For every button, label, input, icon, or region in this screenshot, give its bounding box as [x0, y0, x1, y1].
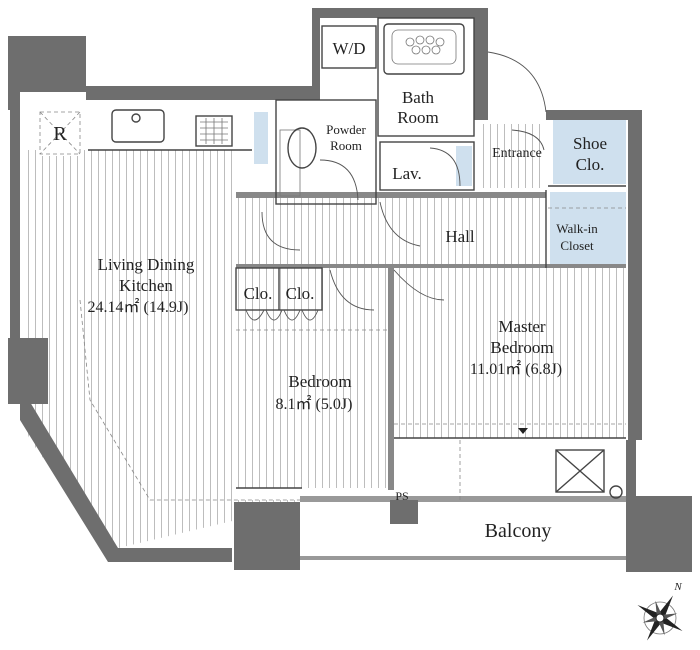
fixtures: [39, 17, 626, 501]
wall-southwest-diagonal: [20, 402, 232, 562]
wall-west-upper: [8, 36, 86, 110]
label-master-1: Master: [498, 317, 546, 336]
lav-frame: [379, 141, 475, 191]
wall-balcony-rail: [300, 556, 626, 560]
label-ldk-3: 24.14㎡ (14.9J): [88, 298, 189, 316]
label-bedroom-1: Bedroom: [288, 372, 351, 391]
wall-entrance-north: [546, 110, 642, 120]
bedroom-floor: [236, 268, 388, 488]
wall-west-thin: [10, 110, 20, 340]
compass-north-label: N: [673, 581, 682, 593]
powder-room-frame: [275, 99, 377, 205]
window-marker: [518, 428, 528, 434]
label-hall: Hall: [445, 227, 475, 246]
label-entrance: Entrance: [492, 146, 542, 161]
label-clo-a: Clo.: [244, 284, 273, 303]
wall-east: [628, 110, 642, 440]
doors: [245, 51, 547, 321]
lav-cabinet: [456, 146, 472, 186]
label-powder-2: Room: [330, 138, 362, 153]
label-bath-2: Room: [397, 108, 439, 127]
label-shoe-2: Clo.: [576, 155, 605, 174]
master-bedroom-floor: [394, 268, 626, 438]
label-master-2: Bedroom: [490, 338, 553, 357]
pillar-balcony-west: [234, 502, 300, 570]
label-ldk-1: Living Dining: [98, 255, 195, 274]
balcony-floor: [300, 505, 626, 557]
wall-balcony-east: [626, 440, 636, 500]
label-wd: W/D: [332, 39, 365, 58]
label-powder-1: Powder: [326, 122, 366, 137]
wall-west-pillar: [8, 338, 48, 404]
label-bedroom-2: 8.1㎡ (5.0J): [276, 395, 353, 413]
hall-floor: [236, 198, 546, 268]
wd-frame: [321, 25, 377, 69]
kitchen-cabinet: [254, 112, 268, 164]
label-shoe-1: Shoe: [573, 134, 607, 153]
walls: [8, 8, 692, 572]
wall-bath-west: [312, 8, 320, 100]
wall-bed-divider: [388, 268, 394, 490]
kitchen-stove: [195, 115, 233, 147]
label-ps: PS: [395, 489, 408, 503]
bathtub: [383, 23, 465, 75]
wall-north-bath: [312, 8, 488, 18]
wall-bed-top: [236, 264, 626, 268]
label-walkin-2: Closet: [560, 238, 594, 253]
label-clo-b: Clo.: [286, 284, 315, 303]
powder-room-sink: [279, 129, 301, 197]
label-ldk-2: Kitchen: [119, 276, 173, 295]
bathroom-area: [378, 18, 474, 136]
shoe-closet-area: [553, 120, 626, 184]
ps-shaft: [390, 500, 418, 524]
balcony-unit: [555, 449, 605, 493]
label-fridge: R: [53, 123, 67, 145]
label-balcony: Balcony: [485, 520, 552, 542]
label-master-3: 11.01㎡ (6.8J): [470, 360, 562, 378]
fridge-box: [39, 111, 81, 155]
label-walkin-1: Walk-in: [556, 221, 598, 236]
wall-bath-east: [474, 8, 488, 120]
ldk-floor: [22, 150, 300, 550]
labels: W/D Bath Room Powder Room Lav. Entrance …: [53, 39, 607, 542]
kitchen-sink: [111, 109, 165, 143]
wall-balcony-inner: [300, 496, 626, 502]
walkin-closet-area: [550, 192, 626, 264]
label-lav: Lav.: [392, 164, 422, 183]
wall-hall-upper: [236, 192, 546, 198]
wall-north-ldk: [86, 86, 312, 100]
label-bath-1: Bath: [402, 88, 435, 107]
compass-rose: N: [637, 581, 683, 641]
pillar-balcony-east: [626, 496, 692, 572]
